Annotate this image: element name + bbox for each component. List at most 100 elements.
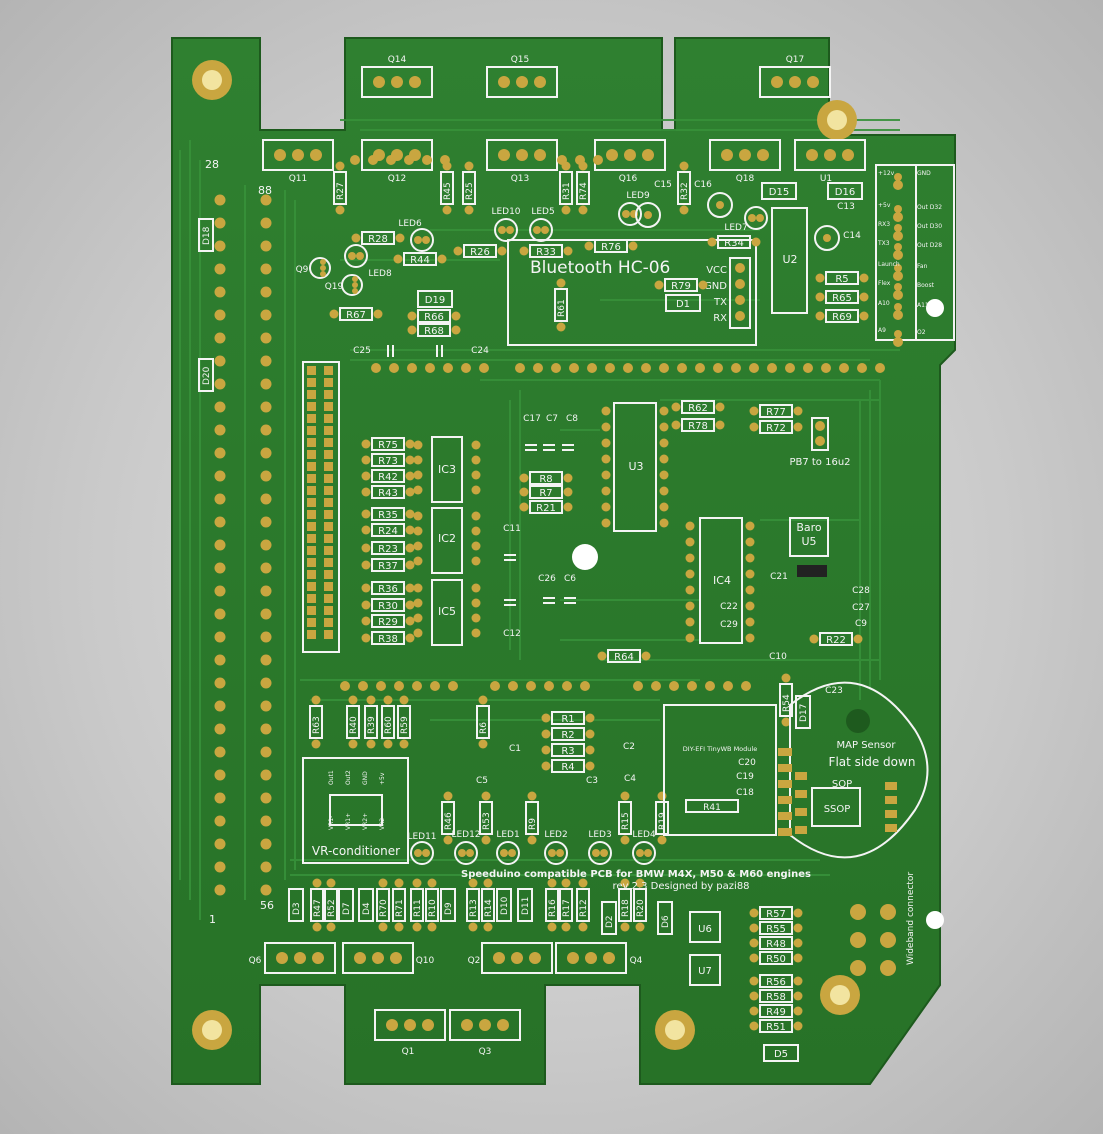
resistor-label: R5 (835, 274, 848, 285)
header-pad (214, 746, 226, 758)
resistor-pad (793, 938, 803, 948)
resistor-pad (578, 205, 588, 215)
resistor-pad (815, 292, 825, 302)
header-pad (214, 470, 226, 482)
resistor-pad (405, 455, 415, 465)
led-label: LED1 (496, 830, 519, 840)
led-pad (622, 210, 630, 218)
header-pad (633, 681, 643, 691)
led-pad (592, 849, 600, 857)
led-outline (632, 841, 656, 865)
svg-text:C5: C5 (476, 776, 488, 786)
resistor-label: R56 (766, 977, 786, 988)
resistor-pad (329, 309, 339, 319)
resistor-label: R46 (444, 812, 454, 830)
resistor-pad (361, 455, 371, 465)
resistor-outline (545, 888, 559, 922)
bt-pin-labels: VCC GND TX RX (704, 265, 727, 324)
header-pad (425, 363, 435, 373)
led-outline (544, 841, 568, 865)
resistor-pad (578, 878, 588, 888)
header-pad (350, 155, 360, 165)
header-pad (376, 681, 386, 691)
resistor-label: R65 (832, 293, 852, 304)
resistor-outline (309, 705, 323, 739)
resistor-label: R69 (832, 312, 852, 323)
socket-pad (324, 498, 333, 507)
socket-pad (324, 582, 333, 591)
resistor-outline (576, 171, 590, 205)
socket-pad (307, 546, 316, 555)
ic-pad (659, 422, 669, 432)
resistor-label: R27 (336, 182, 346, 200)
header-pad (260, 240, 272, 252)
resistor-pad (443, 791, 453, 801)
resistor-label: R18 (621, 899, 631, 917)
resistor-label: R73 (378, 456, 398, 467)
header-pad (386, 155, 396, 165)
led-pad (644, 849, 652, 857)
transistor-pad (320, 271, 326, 277)
header-pad (749, 363, 759, 373)
resistor-outline (371, 469, 405, 483)
resistor-outline (576, 888, 590, 922)
resistor-pad (749, 1006, 759, 1016)
svg-text:Q1: Q1 (402, 1047, 415, 1057)
smd-chips (689, 565, 827, 986)
ic-pad (413, 511, 423, 521)
resistor-pad (620, 791, 630, 801)
socket-pad (324, 486, 333, 495)
svg-text:Q11: Q11 (289, 174, 308, 184)
resistor-pad (326, 922, 336, 932)
resistor-pad (464, 205, 474, 215)
diode-label: D2 (605, 915, 615, 928)
socket-pad (324, 522, 333, 531)
ic-pad (471, 583, 481, 593)
header-pad (893, 310, 903, 320)
resistor-pad (547, 922, 557, 932)
resistor-pad (698, 280, 708, 290)
header-pad (214, 493, 226, 505)
resistor-pad (483, 922, 493, 932)
resistor-pad (563, 502, 573, 512)
ic-pad (601, 422, 611, 432)
ic-pad (659, 486, 669, 496)
ic-pad (659, 438, 669, 448)
led-label: LED5 (531, 207, 554, 217)
resistor-outline (759, 951, 793, 965)
header-pad (893, 180, 903, 190)
capacitor-pad (716, 201, 724, 209)
r41-label: R41 (703, 803, 721, 813)
socket-pad (324, 570, 333, 579)
diode-outline (665, 294, 701, 312)
resistor-pad (641, 651, 651, 661)
header-pad (214, 378, 226, 390)
socket-pad (324, 378, 333, 387)
ic-pad (685, 633, 695, 643)
resistor-outline (759, 974, 793, 988)
resistor-pad (585, 761, 595, 771)
resistor-pad (312, 922, 322, 932)
svg-text:U7: U7 (698, 966, 712, 977)
resistor-pad (751, 237, 761, 247)
resistor-pad (361, 560, 371, 570)
capacitor-outline (635, 202, 661, 228)
ic-pad (413, 526, 423, 536)
resistor-label: R36 (378, 584, 398, 595)
led-outline (410, 228, 434, 252)
header-pad (767, 363, 777, 373)
resistor-pad (859, 292, 869, 302)
svg-text:VR1-: VR1- (328, 816, 335, 830)
socket-pad (307, 630, 316, 639)
resistor-pad (405, 439, 415, 449)
svg-text:C26: C26 (538, 574, 556, 584)
transistors-top (262, 66, 866, 1041)
header-pad (214, 654, 226, 666)
resistor-pad (361, 543, 371, 553)
resistor-pad (407, 325, 417, 335)
resistor-outline (559, 171, 573, 205)
header-pad (260, 815, 272, 827)
resistor-label: R64 (614, 652, 634, 663)
resistor-pad (468, 922, 478, 932)
header-pad (214, 838, 226, 850)
